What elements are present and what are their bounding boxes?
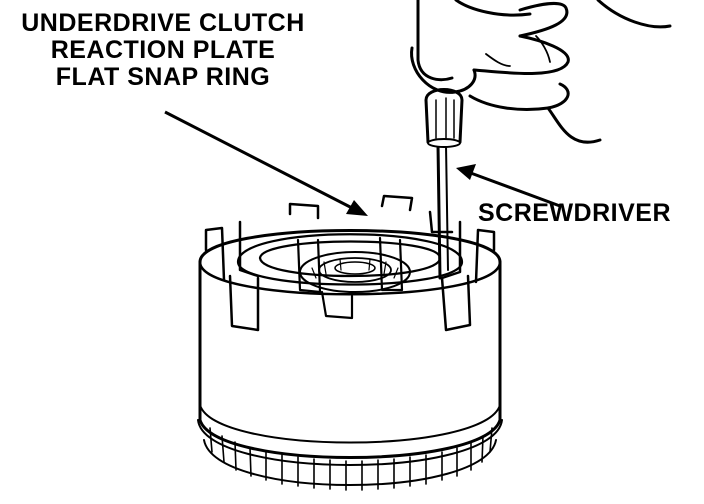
callout-line-1: UNDERDRIVE CLUTCH bbox=[21, 9, 305, 37]
reaction-plate bbox=[236, 233, 464, 320]
snap-ring-leader bbox=[164, 110, 368, 216]
hand bbox=[410, 0, 672, 144]
drum-castellations bbox=[204, 194, 496, 332]
snap-ring-callout: UNDERDRIVE CLUTCH REACTION PLATE FLAT SN… bbox=[8, 10, 318, 91]
screwdriver bbox=[424, 88, 464, 280]
screwdriver-leader bbox=[456, 164, 561, 208]
clutch-drum bbox=[198, 229, 502, 459]
callout-line-3: FLAT SNAP RING bbox=[55, 63, 271, 91]
gear-teeth-ring bbox=[197, 419, 503, 491]
callout-line-2: REACTION PLATE bbox=[50, 36, 276, 64]
screwdriver-callout: SCREWDRIVER bbox=[478, 199, 672, 227]
